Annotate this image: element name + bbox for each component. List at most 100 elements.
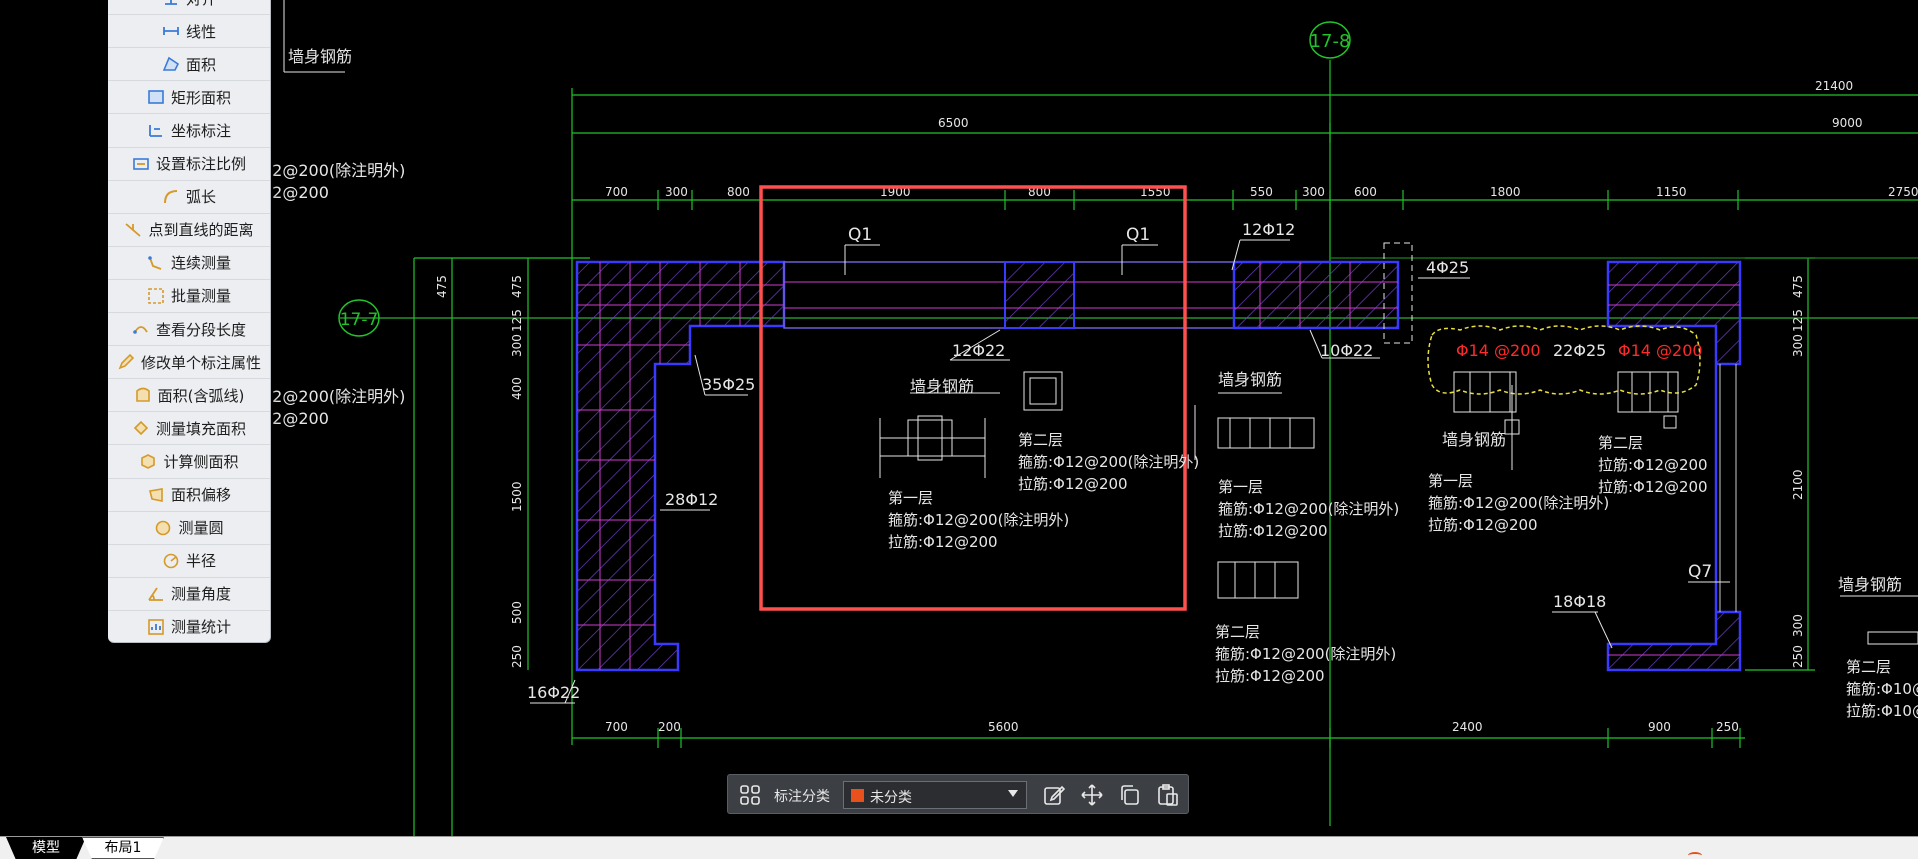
grid-icon[interactable]: [738, 783, 762, 807]
area-icon: [162, 56, 180, 71]
menu-item-edit-annotation[interactable]: 修改单个标注属性: [108, 345, 270, 378]
dim-total: 21400: [1815, 79, 1853, 93]
svg-text:第一层: 第一层: [1218, 478, 1263, 496]
rect-area-icon: [148, 90, 164, 105]
menu-item-area[interactable]: 面积: [108, 47, 270, 80]
menu-item-segment-length[interactable]: 查看分段长度: [108, 312, 270, 345]
wall-label-q1: Q1: [1126, 225, 1150, 245]
menu-item-label: 矩形面积: [170, 88, 231, 107]
column-left: [575, 260, 786, 672]
menu-item-label: 对齐: [186, 0, 216, 9]
menu-item-arc-area[interactable]: 面积(含弧线): [108, 378, 270, 411]
menu-item-linear-dim[interactable]: 线性: [108, 14, 270, 47]
layout-tab-bar: 模型 布局1: [0, 836, 1918, 859]
wall-label-q7: Q7: [1688, 562, 1712, 582]
chevron-down-icon: [1008, 790, 1018, 797]
category-value: 未分类: [870, 790, 912, 806]
dim-bottom: 900: [1648, 720, 1671, 734]
move-icon[interactable]: [1080, 783, 1104, 807]
column-center: [1232, 242, 1413, 344]
axis-label-left: 17-7: [340, 310, 379, 330]
svg-text:拉筋:Φ12@200: 拉筋:Φ12@200: [1218, 522, 1328, 540]
svg-text:拉筋:Φ12@200: 拉筋:Φ12@200: [1598, 456, 1708, 474]
svg-text:第一层: 第一层: [1428, 472, 1473, 490]
menu-item-statistics[interactable]: 测量统计: [108, 609, 270, 642]
svg-text:125: 125: [510, 309, 524, 332]
menu-item-label: 线性: [185, 22, 216, 41]
linear-dim-icon: [163, 27, 179, 36]
dim-seg: 300: [665, 185, 688, 199]
rebar-label-red: Φ14 @200: [1618, 341, 1703, 360]
svg-text:250: 250: [510, 645, 524, 668]
dim-seg: 1150: [1656, 185, 1687, 199]
menu-item-label: 测量统计: [170, 618, 231, 637]
tab-model[interactable]: 模型: [6, 837, 86, 859]
circle-icon: [156, 520, 171, 535]
menu-item-continuous-measure[interactable]: 连续测量: [108, 245, 270, 279]
menu-item-circle[interactable]: 测量圆: [108, 510, 270, 544]
svg-text:箍筋:Φ12@200(除注明外): 箍筋:Φ12@200(除注明外): [1018, 453, 1199, 471]
dim-bottom: 250: [1716, 720, 1739, 734]
menu-item-rect-area[interactable]: 矩形面积: [108, 80, 270, 113]
menu-item-angle[interactable]: 测量角度: [108, 576, 270, 610]
menu-item-scale[interactable]: 设置标注比例: [108, 146, 270, 180]
menu-item-coordinate[interactable]: 坐标标注: [108, 113, 270, 146]
annotation-category-select[interactable]: 未分类: [843, 781, 1027, 809]
rebar-label: 28Φ12: [665, 490, 718, 509]
svg-text:拉筋:Φ12@200: 拉筋:Φ12@200: [1215, 667, 1325, 685]
svg-text:250: 250: [1791, 645, 1805, 668]
section-sketches: [879, 371, 1918, 645]
axis-label-top: 17-8: [1310, 31, 1351, 52]
menu-item-point-line-distance[interactable]: 点到直线的距离: [108, 212, 270, 246]
annotation-category-label: 标注分类: [774, 789, 830, 805]
tab-layout1[interactable]: 布局1: [82, 837, 164, 859]
dim-bottom: 700: [605, 720, 628, 734]
edit-icon[interactable]: [1042, 783, 1066, 807]
dim-seg: 700: [605, 185, 628, 199]
svg-text:第二层: 第二层: [1215, 623, 1260, 641]
menu-item-label: 坐标标注: [170, 121, 231, 140]
measure-tools-menu: 对齐线性面积矩形面积坐标标注设置标注比例弧长点到直线的距离连续测量批量测量查看分…: [108, 0, 271, 643]
svg-text:箍筋:Φ12@200(除注明外): 箍筋:Φ12@200(除注明外): [888, 511, 1069, 529]
svg-text:300: 300: [1791, 614, 1805, 637]
menu-item-fill-area[interactable]: 测量填充面积: [108, 411, 270, 444]
rebar-label: 12Φ22: [952, 341, 1005, 360]
menu-item-arc-length[interactable]: 弧长: [108, 179, 270, 213]
dim-left-span: 6500: [938, 116, 969, 130]
status-mark: [1688, 852, 1702, 859]
menu-item-label: 连续测量: [170, 254, 231, 273]
segment-length-icon: [133, 326, 148, 334]
svg-text:拉筋:Φ12@200: 拉筋:Φ12@200: [1018, 475, 1128, 493]
svg-text:400: 400: [510, 377, 524, 400]
angle-icon: [148, 587, 163, 601]
svg-text:拉筋:Φ12@200: 拉筋:Φ12@200: [1428, 516, 1538, 534]
paste-icon[interactable]: [1156, 783, 1180, 807]
statistics-icon: [148, 619, 164, 635]
menu-item-label: 批量测量: [170, 287, 231, 306]
selection-rectangle[interactable]: [759, 185, 1187, 611]
arc-length-icon: [163, 189, 178, 203]
menu-item-align[interactable]: 对齐: [108, 0, 270, 14]
menu-item-label: 点到直线的距离: [148, 221, 254, 240]
svg-text:475: 475: [1791, 275, 1805, 298]
dim-seg: 600: [1354, 185, 1377, 199]
menu-item-area-offset[interactable]: 面积偏移: [108, 477, 270, 511]
copy-icon[interactable]: [1118, 783, 1142, 807]
wall-rebar-title: 墙身钢筋: [288, 47, 352, 66]
menu-item-radius[interactable]: 半径: [108, 543, 270, 577]
axis-marker-top: 17-8: [1309, 21, 1351, 59]
menu-item-label: 测量填充面积: [155, 419, 246, 438]
note-text: 12@200: [262, 183, 329, 202]
menu-item-side-area[interactable]: 计算侧面积: [108, 444, 270, 477]
arc-area-icon: [135, 387, 150, 402]
rebar-label: 4Φ25: [1426, 258, 1469, 277]
wall-rebar-title: 墙身钢筋: [1838, 575, 1902, 594]
menu-item-batch-measure[interactable]: 批量测量: [108, 278, 270, 312]
svg-text:475: 475: [435, 275, 449, 298]
continuous-measure-icon: [148, 255, 162, 270]
dim-bottom: 2400: [1452, 720, 1483, 734]
wall-q1: [783, 261, 1235, 329]
cad-drawing-canvas[interactable]: 17-8 17-7 21400 6500 9000 700 300 800 19…: [0, 0, 1918, 836]
menu-item-label: 面积: [185, 55, 216, 74]
rebar-label-red: Φ14 @200: [1456, 341, 1541, 360]
